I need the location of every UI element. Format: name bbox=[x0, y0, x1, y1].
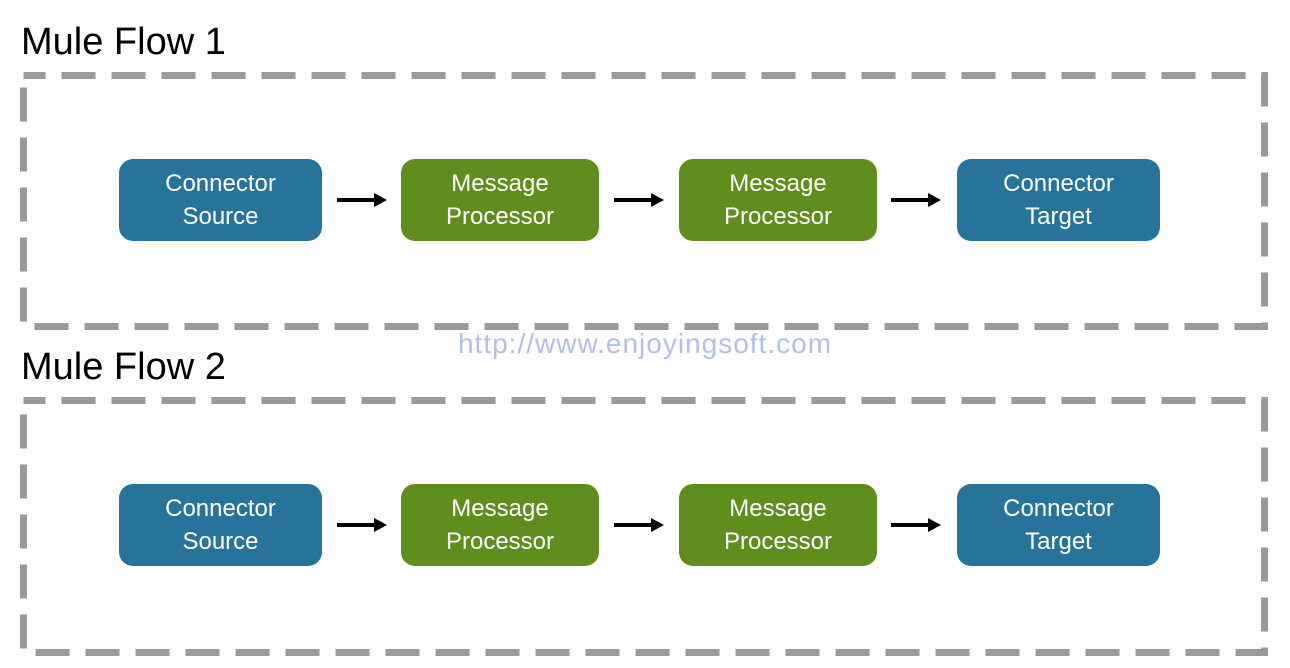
watermark-url: http://www.enjoyingsoft.com bbox=[457, 328, 833, 359]
node-message-processor-1: Message Processor bbox=[401, 159, 599, 241]
node-connector-source: Connector Source bbox=[119, 159, 322, 241]
arrow-head-icon bbox=[928, 518, 941, 532]
flow-arrow bbox=[337, 193, 387, 207]
flow-arrow bbox=[891, 193, 941, 207]
flow-arrow bbox=[891, 518, 941, 532]
flow-title: Mule Flow 1 bbox=[21, 21, 226, 63]
flow-arrow bbox=[614, 193, 664, 207]
arrow-shaft bbox=[891, 523, 929, 527]
arrow-shaft bbox=[614, 198, 652, 202]
node-label: Message Processor bbox=[723, 170, 833, 230]
flow-title: Mule Flow 2 bbox=[21, 346, 226, 388]
flow-arrow bbox=[614, 518, 664, 532]
arrow-head-icon bbox=[651, 518, 664, 532]
node-label: Message Processor bbox=[445, 170, 555, 230]
node-label: Message Processor bbox=[723, 495, 833, 555]
flow-boundary-rect bbox=[20, 397, 1268, 656]
flow-boundary bbox=[20, 397, 1268, 656]
arrow-head-icon bbox=[374, 193, 387, 207]
node-message-processor-1: Message Processor bbox=[401, 484, 599, 566]
node-connector-target: Connector Target bbox=[957, 159, 1160, 241]
node-message-processor-2: Message Processor bbox=[679, 484, 877, 566]
node-connector-target: Connector Target bbox=[957, 484, 1160, 566]
arrow-shaft bbox=[337, 523, 375, 527]
arrow-shaft bbox=[614, 523, 652, 527]
arrow-shaft bbox=[891, 198, 929, 202]
arrow-shaft bbox=[337, 198, 375, 202]
flow-boundary bbox=[20, 72, 1268, 330]
node-label: Connector Target bbox=[1003, 170, 1114, 230]
node-label: Message Processor bbox=[445, 495, 555, 555]
arrow-head-icon bbox=[928, 193, 941, 207]
node-label: Connector Target bbox=[1003, 495, 1114, 555]
node-connector-source: Connector Source bbox=[119, 484, 322, 566]
node-message-processor-2: Message Processor bbox=[679, 159, 877, 241]
arrow-head-icon bbox=[374, 518, 387, 532]
flow-arrow bbox=[337, 518, 387, 532]
arrow-head-icon bbox=[651, 193, 664, 207]
node-label: Connector Source bbox=[165, 495, 276, 555]
node-label: Connector Source bbox=[165, 170, 276, 230]
flow-boundary-rect bbox=[20, 72, 1268, 330]
